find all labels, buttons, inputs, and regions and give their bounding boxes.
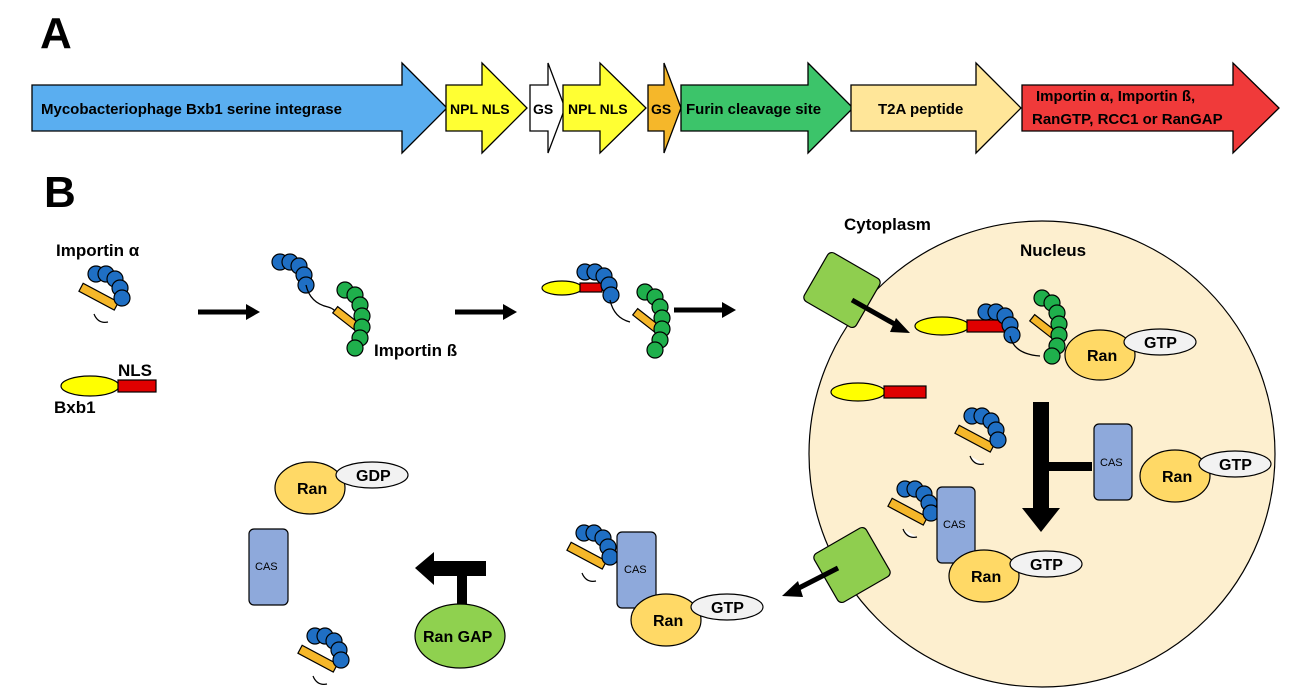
segment-t2a-peptide — [850, 61, 1022, 155]
released-bxb1-nls — [830, 382, 927, 402]
ran-gap — [414, 552, 506, 669]
cas-ran-gtp-complex — [1093, 423, 1272, 503]
gdp-label: GDP — [356, 468, 391, 485]
importin-alpha-icon — [78, 265, 131, 323]
cas-label-2: CAS — [943, 519, 966, 531]
segment-gs-2-label: GS — [651, 101, 671, 117]
ran-gdp — [274, 461, 409, 515]
arrow-step-3 — [674, 302, 736, 318]
ran-label-5: Ran — [297, 481, 327, 498]
segment-importin-ran-factors — [1021, 61, 1280, 155]
ran-gap-label: Ran GAP — [423, 629, 493, 646]
importin-beta-label: Importin ß — [374, 341, 457, 360]
segment-npl-nls-2-label: NPL NLS — [568, 101, 628, 117]
construct-map: Mycobacteriophage Bxb1 serine integrase … — [31, 61, 1280, 155]
arrow-import — [850, 297, 910, 333]
segment-npl-nls-2 — [562, 61, 647, 155]
cas-label-1: CAS — [1100, 457, 1123, 469]
gtp-label-4: GTP — [711, 600, 744, 617]
import-complex-ran-gtp — [914, 289, 1197, 381]
ran-label-1: Ran — [1087, 348, 1117, 365]
arrow-export — [782, 565, 840, 597]
gtp-label-2: GTP — [1219, 457, 1252, 474]
importin-alpha-label: Importin α — [56, 241, 140, 260]
cytoplasm-label: Cytoplasm — [844, 215, 931, 234]
export-complex-cytoplasm — [566, 524, 764, 647]
segment-bxb1-integrase — [31, 61, 448, 155]
bxb1-importin-complex — [541, 263, 671, 359]
gtp-label-3: GTP — [1030, 557, 1063, 574]
segment-importin-label-line2: RanGTP, RCC1 or RanGAP — [1032, 111, 1223, 128]
nls-icon — [117, 379, 157, 393]
nucleus-label: Nucleus — [1020, 241, 1086, 260]
ran-label-4: Ran — [653, 613, 683, 630]
nls-label: NLS — [118, 361, 152, 380]
importin-alpha-recycled-icon — [297, 627, 350, 685]
nuclear-pore-export — [813, 526, 891, 604]
bxb1-label: Bxb1 — [54, 398, 96, 417]
segment-gs-2 — [647, 62, 682, 154]
segment-gs-1-label: GS — [533, 101, 553, 117]
export-arrow-down — [1022, 402, 1092, 532]
segment-gs-1 — [529, 62, 566, 154]
segment-bxb1-label: Mycobacteriophage Bxb1 serine integrase — [41, 101, 342, 118]
ran-label-2: Ran — [1162, 469, 1192, 486]
bxb1-nls-protein — [60, 375, 157, 397]
arrow-step-2 — [455, 304, 517, 320]
importin-alpha-beta-complex — [271, 253, 371, 357]
panel-label-b: B — [44, 168, 76, 217]
ran-label-3: Ran — [971, 569, 1001, 586]
bxb1-icon — [60, 375, 120, 397]
cas-label-3: CAS — [624, 564, 647, 576]
cas-free — [248, 528, 289, 606]
segment-t2a-label: T2A peptide — [878, 101, 963, 118]
segment-importin-label-line1: Importin α, Importin ß, — [1036, 88, 1195, 105]
nuclear-pore-import — [803, 251, 881, 329]
segment-npl-nls-1 — [445, 61, 528, 155]
panel-label-a: A — [40, 9, 72, 58]
arrow-step-1 — [198, 304, 260, 320]
gtp-label-1: GTP — [1144, 335, 1177, 352]
export-complex-nucleus — [887, 480, 1083, 603]
segment-npl-nls-1-label: NPL NLS — [450, 101, 510, 117]
segment-furin-cleavage-site — [680, 61, 854, 155]
cas-label-4: CAS — [255, 561, 278, 573]
segment-furin-label: Furin cleavage site — [686, 101, 821, 118]
